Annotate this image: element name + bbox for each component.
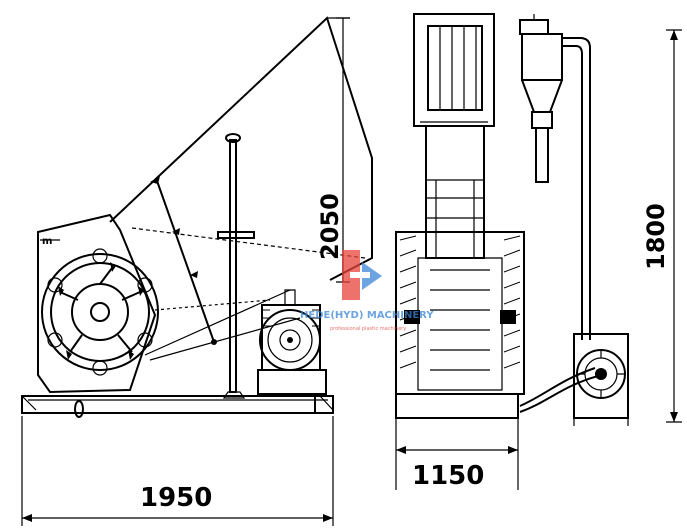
dimension-side-width: 1950	[21, 416, 334, 526]
feed-hose	[519, 367, 599, 413]
crusher-body: m	[37, 213, 159, 394]
watermark: HEDE(HYD) MACHINERY professional plastic…	[300, 250, 434, 332]
base-frame	[21, 395, 334, 418]
side-height-label: 2050	[316, 193, 344, 260]
cyclone-separator	[519, 14, 563, 183]
watermark-brand: HEDE(HYD) MACHINERY	[300, 310, 434, 321]
cyclone-system: 1800	[519, 14, 682, 426]
air-duct	[562, 37, 591, 340]
side-width-label: 1950	[140, 483, 212, 513]
hopper-throat	[425, 125, 485, 259]
lever-handle	[217, 133, 255, 399]
dimension-front-width: 1150	[396, 446, 518, 491]
cyclone-height-label: 1800	[642, 203, 670, 270]
motor-icon	[257, 289, 327, 395]
watermark-tagline: professional plastic machinery	[330, 326, 406, 332]
side-view: m	[21, 16, 373, 526]
svg-text:m: m	[42, 236, 52, 247]
dimension-cyclone-height: 1800	[642, 29, 682, 423]
front-view: 1150	[395, 13, 525, 491]
logo-icon	[342, 250, 382, 300]
dimension-side-height: 2050	[316, 17, 350, 283]
feed-hopper	[413, 13, 495, 127]
blower-fan-icon	[573, 333, 629, 426]
front-base	[395, 393, 519, 490]
front-width-label: 1150	[412, 461, 484, 491]
drive-belt	[150, 176, 217, 345]
crusher-rotor-icon	[58, 262, 144, 360]
crusher-chamber	[395, 231, 525, 395]
